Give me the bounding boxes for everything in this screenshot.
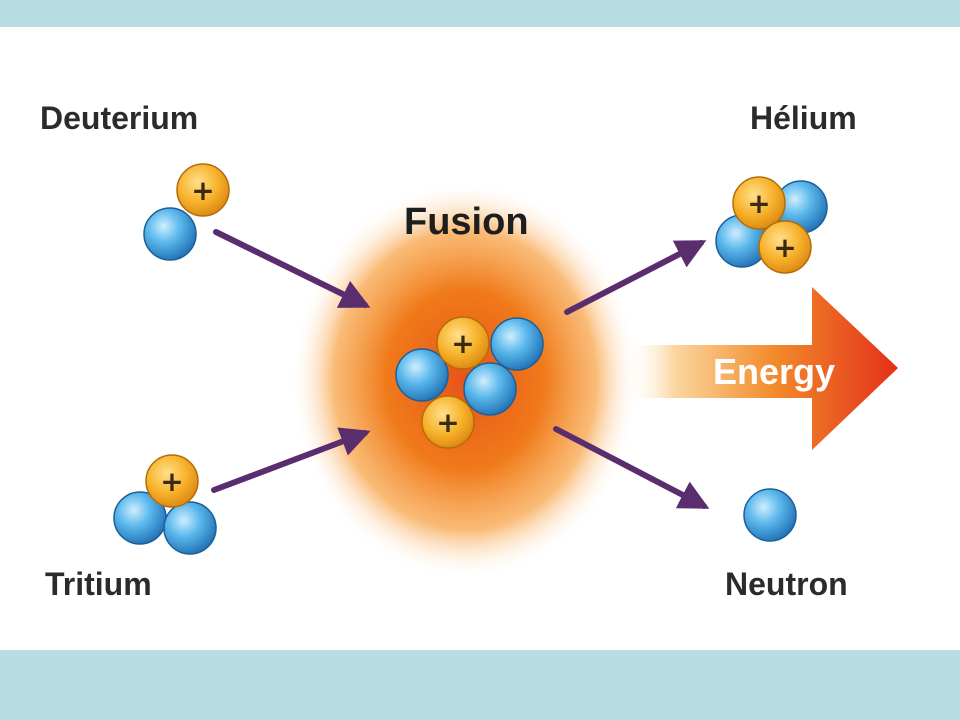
arrow-fusion-to-helium — [564, 240, 707, 315]
fusion-label: Fusion — [404, 201, 529, 243]
proton-particle — [145, 454, 199, 508]
tritium-nucleus: + — [113, 454, 217, 555]
plus-icon: + — [436, 406, 459, 439]
proton-particle — [436, 316, 490, 370]
proton-particle — [732, 176, 786, 230]
neutron-particle — [463, 362, 517, 416]
plus-icon: + — [451, 327, 474, 360]
helium-nucleus: + + — [715, 176, 828, 274]
fusion-cluster: + + — [395, 316, 544, 449]
deuterium-nucleus: + — [143, 163, 230, 261]
proton-particle — [176, 163, 230, 217]
proton-particle — [758, 220, 812, 274]
plus-icon: + — [747, 187, 770, 220]
arrow-fusion-to-neutron — [553, 426, 710, 509]
plus-icon: + — [160, 465, 183, 498]
free-neutron — [743, 488, 797, 542]
tritium-label: Tritium — [45, 566, 152, 602]
neutron-label: Neutron — [725, 566, 848, 602]
neutron-particle — [163, 501, 217, 555]
energy-label: Energy — [713, 351, 836, 392]
plus-icon: + — [773, 231, 796, 264]
neutron-particle — [143, 207, 197, 261]
arrow-tritium-to-fusion — [211, 427, 371, 493]
deuterium-label: Deuterium — [40, 100, 199, 136]
helium-label: Hélium — [750, 100, 857, 136]
neutron-particle — [490, 317, 544, 371]
arrow-deuterium-to-fusion — [213, 229, 371, 308]
plus-icon: + — [191, 174, 214, 207]
proton-particle — [421, 395, 475, 449]
neutron-particle — [395, 348, 449, 402]
energy-arrow — [625, 287, 898, 450]
